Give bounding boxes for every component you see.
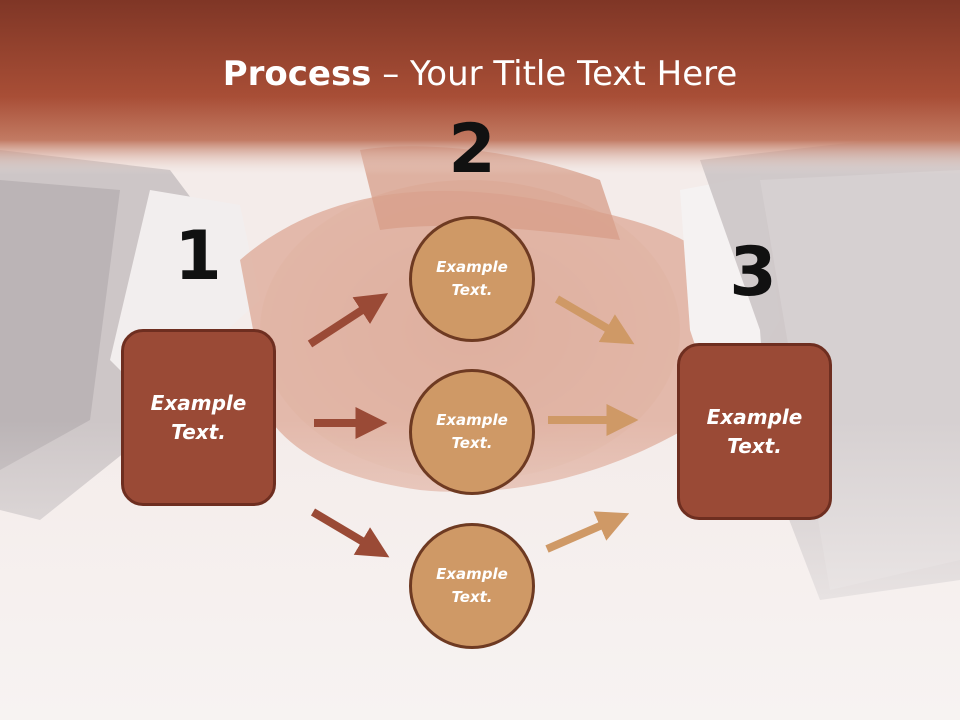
right-box-line2: Text. (727, 433, 782, 458)
slide-title[interactable]: Process – Your Title Text Here (0, 52, 960, 96)
circle-bottom-line1: Example (436, 565, 508, 583)
right-box-line1: Example (706, 404, 803, 429)
step-number-1: 1 (174, 217, 222, 296)
circle-middle[interactable]: Example Text. (409, 369, 535, 495)
left-box-line2: Text. (171, 419, 226, 444)
circle-middle-line1: Example (436, 411, 508, 429)
arrow-right-down-icon (310, 508, 390, 558)
right-box[interactable]: Example Text. (677, 343, 832, 520)
arrow-right-up-icon (307, 293, 389, 348)
title-bold: Process (222, 54, 372, 94)
circle-bottom-line2: Text. (451, 588, 493, 606)
circle-bottom[interactable]: Example Text. (409, 523, 535, 649)
circle-middle-line2: Text. (451, 434, 493, 452)
circle-top-line1: Example (436, 258, 508, 276)
left-box[interactable]: Example Text. (121, 329, 276, 506)
arrow-right-down-icon (554, 295, 635, 345)
circle-top[interactable]: Example Text. (409, 216, 535, 342)
title-rest: – Your Title Text Here (371, 54, 738, 94)
arrow-right-up-icon (545, 511, 630, 553)
step-number-2: 2 (448, 110, 496, 189)
step-number-3: 3 (729, 233, 777, 312)
circle-top-line2: Text. (451, 281, 493, 299)
left-box-line1: Example (150, 390, 247, 415)
